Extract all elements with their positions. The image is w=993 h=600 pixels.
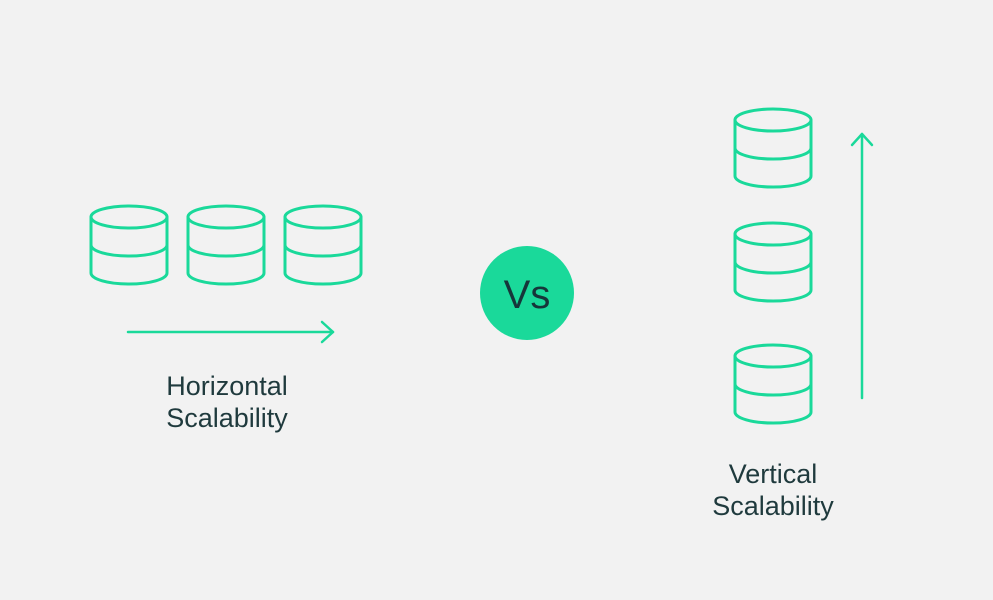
arrow-up-icon <box>850 132 874 400</box>
database-icon <box>733 107 813 189</box>
horizontal-database-group <box>89 204 363 286</box>
horizontal-label-line2: Scalability <box>166 403 288 433</box>
database-icon <box>89 204 169 286</box>
vertical-label-line2: Scalability <box>712 491 834 521</box>
vertical-label-line1: Vertical <box>728 459 818 489</box>
vs-label: Vs <box>504 273 551 317</box>
database-icon <box>733 221 813 303</box>
database-icon <box>186 204 266 286</box>
arrow-right-icon <box>126 320 335 344</box>
database-icon <box>733 343 813 425</box>
vertical-scalability-label: Vertical Scalability <box>673 458 873 522</box>
database-icon <box>283 204 363 286</box>
vs-badge: Vs <box>480 246 574 340</box>
vertical-database-group <box>733 107 813 425</box>
horizontal-scalability-label: Horizontal Scalability <box>127 370 327 434</box>
horizontal-label-line1: Horizontal <box>166 371 288 401</box>
